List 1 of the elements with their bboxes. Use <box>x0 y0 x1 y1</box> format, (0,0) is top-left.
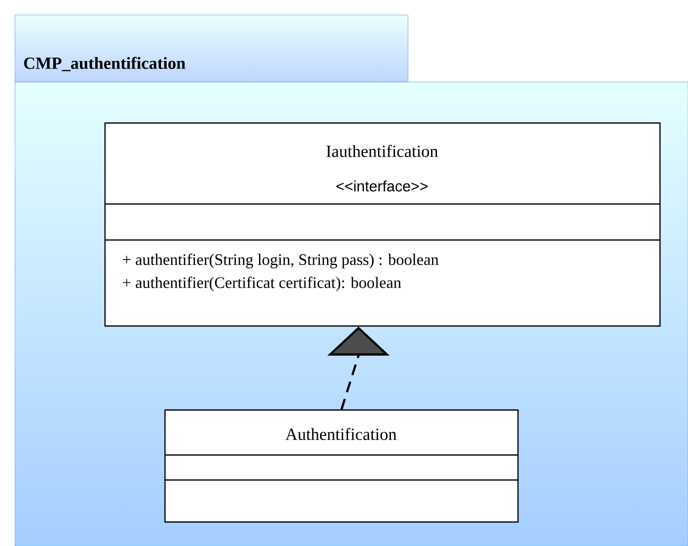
package-name: CMP_authentification <box>24 56 186 72</box>
